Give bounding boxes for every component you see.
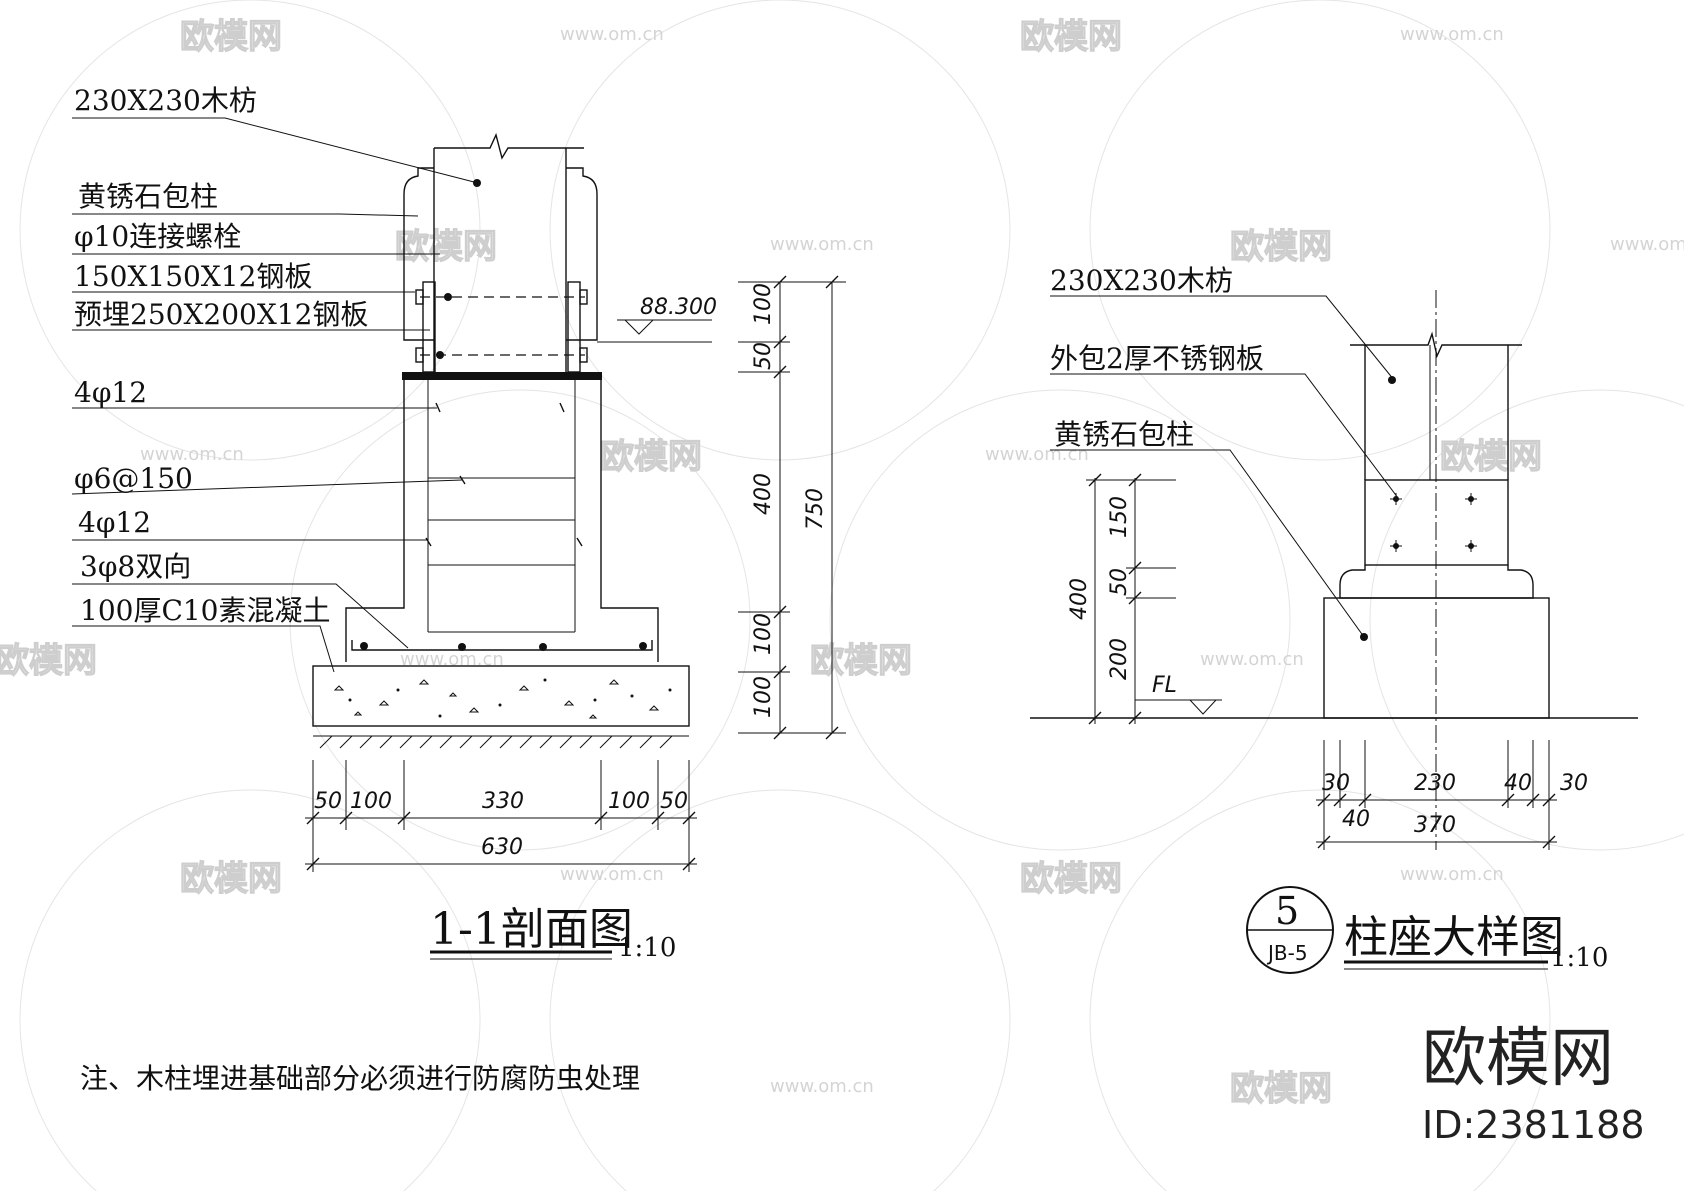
detail-title: 柱座大样图	[1344, 912, 1564, 963]
watermark-url: www.om.cn	[1200, 649, 1304, 670]
label-rebar-top: 4φ12	[74, 376, 147, 409]
dim-h-1: 50	[314, 789, 342, 814]
callout-number: 5	[1275, 889, 1299, 933]
watermark-logo: 欧模网	[180, 859, 282, 899]
label-timber: 230X230木枋	[74, 84, 257, 117]
brand-name: 欧模网	[1422, 1022, 1614, 1096]
detail-horizontal-dimensions: 30 230 40 30 40 370	[1316, 740, 1588, 850]
detail-dim-h-4: 30	[1560, 771, 1588, 796]
leader-lines	[71, 117, 475, 673]
detail-vertical-dimensions: 150 50 200 400	[1067, 473, 1176, 725]
detail-dim-h-2: 230	[1414, 771, 1456, 796]
dim-v-total: 750	[803, 488, 828, 530]
label-stone-cladding: 黄锈石包柱	[78, 180, 218, 213]
watermark-url: www.om.cn	[1400, 24, 1504, 45]
detail-dim-v-3: 200	[1107, 638, 1132, 680]
section-title: 1-1剖面图	[430, 904, 633, 955]
watermark-url: www.om.cn	[1610, 234, 1684, 255]
callout-sheet: JB-5	[1266, 941, 1308, 965]
label-rebar-bottom: 4φ12	[78, 506, 151, 539]
dim-h-2: 100	[350, 789, 392, 814]
label-embedded-plate: 预埋250X200X12钢板	[74, 298, 368, 331]
watermark-logo: 欧模网	[1230, 1069, 1332, 1109]
dim-v-3: 400	[751, 473, 776, 515]
label-stirrup: φ6@150	[74, 462, 193, 495]
watermark-logo: 欧模网	[180, 17, 282, 57]
watermark-url: www.om.cn	[770, 234, 874, 255]
section-labels: 230X230木枋 黄锈石包柱 φ10连接螺栓 150X150X12钢板 预埋2…	[74, 84, 368, 627]
dim-h-4: 100	[608, 789, 650, 814]
label-bolt: φ10连接螺栓	[74, 220, 241, 253]
detail-dim-v-2: 50	[1107, 568, 1132, 596]
concrete-pier	[312, 380, 690, 749]
detail-dim-h-5: 40	[1342, 807, 1370, 832]
dim-h-total: 630	[481, 835, 523, 860]
detail-timber	[1350, 331, 1522, 480]
detail-dim-h-1: 30	[1322, 771, 1350, 796]
brand-stamp: 欧模网 ID:2381188	[1422, 1022, 1645, 1147]
watermark-logo: 欧模网	[1020, 17, 1122, 57]
brand-id: ID:2381188	[1422, 1103, 1645, 1147]
level-mark: FL	[1152, 673, 1177, 698]
watermark-logo: 欧模网	[1020, 859, 1122, 899]
timber-column	[403, 132, 598, 378]
watermark-logo: 欧模网	[0, 641, 97, 681]
label-steel-plate: 150X150X12钢板	[74, 260, 312, 293]
detail-labels: 230X230木枋 外包2厚不锈钢板 黄锈石包柱	[1050, 264, 1264, 451]
elevation-value: 88.300	[640, 295, 717, 320]
watermark-logo: 欧模网	[600, 437, 702, 477]
section-title-block: 1-1剖面图 1:10	[430, 904, 676, 963]
watermark-url: www.om.cn	[560, 864, 664, 885]
watermark-logo: 欧模网	[810, 641, 912, 681]
detail-view: FL 230X230木枋 外包2厚不锈钢板 黄锈石包柱 150 50 200 4…	[1030, 264, 1638, 974]
dim-v-5: 100	[751, 676, 776, 718]
detail-scale: 1:10	[1550, 943, 1608, 973]
detail-dim-v-1: 150	[1107, 496, 1132, 538]
dim-v-1: 100	[751, 283, 776, 325]
connection-plates	[402, 281, 602, 380]
detail-title-block: 5 JB-5 柱座大样图 1:10	[1246, 886, 1608, 974]
watermark-url: www.om.cn	[770, 1076, 874, 1097]
dim-h-5: 50	[660, 789, 688, 814]
section-scale: 1:10	[618, 933, 676, 963]
label-concrete: 100厚C10素混凝土	[80, 594, 331, 627]
level-marker: FL	[1135, 673, 1222, 715]
watermark-logo: 欧模网	[1440, 437, 1542, 477]
label-mesh: 3φ8双向	[80, 550, 191, 583]
watermark-logo: 欧模网	[395, 227, 497, 267]
watermark-url: www.om.cn	[400, 649, 504, 670]
watermark-url: www.om.cn	[1400, 864, 1504, 885]
watermark-url: www.om.cn	[985, 444, 1089, 465]
watermark-url: www.om.cn	[560, 24, 664, 45]
dim-h-3: 330	[482, 789, 524, 814]
drawing-note: 注、木柱埋进基础部分必须进行防腐防虫处理	[80, 1062, 640, 1095]
detail-label-stone-cladding: 黄锈石包柱	[1054, 418, 1194, 451]
watermark-url: www.om.cn	[140, 444, 244, 465]
detail-dim-v-total: 400	[1067, 578, 1092, 620]
watermark-logo: 欧模网	[1230, 227, 1332, 267]
detail-dim-h-3: 40	[1504, 771, 1532, 796]
detail-dim-h-total: 370	[1414, 813, 1456, 838]
detail-leader-lines	[1050, 295, 1399, 638]
vertical-dimensions: 100 50 400 100 100 750	[738, 275, 846, 740]
horizontal-dimensions: 50 100 330 100 50 630	[305, 760, 697, 872]
dim-v-4: 100	[751, 613, 776, 655]
dim-v-2: 50	[751, 342, 776, 370]
detail-label-timber: 230X230木枋	[1050, 264, 1233, 297]
concrete-hatch	[333, 679, 660, 719]
section-view: 88.300 230X230木枋 黄锈石包柱 φ10连接螺栓 150X150X1…	[71, 84, 846, 963]
elevation-marker: 88.300	[597, 295, 717, 343]
detail-label-steel-cladding: 外包2厚不锈钢板	[1050, 342, 1264, 375]
